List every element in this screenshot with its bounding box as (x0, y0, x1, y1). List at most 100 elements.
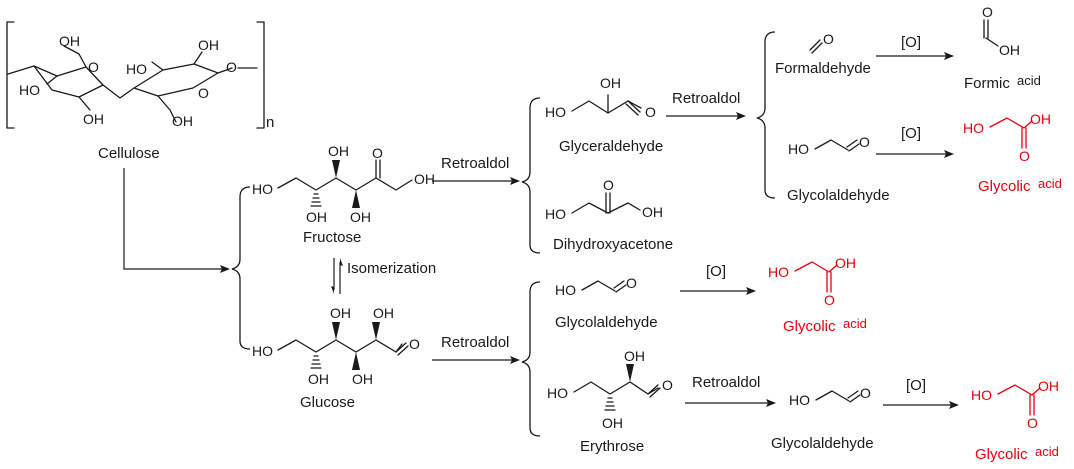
ring-linker-bond (102, 84, 135, 99)
fructose-carbonyl-o: O (372, 145, 383, 161)
fructose-c5-wedge (352, 190, 360, 208)
oxidation-label-formaldehyde: [O] (901, 34, 921, 51)
glycosidic-bond-left (7, 65, 35, 75)
glycolaldehyde-mid-label: Glycolaldehyde (555, 314, 658, 331)
glycolaldehyde-bottom-o: O (860, 385, 871, 401)
glycolic-bottom-o: O (1027, 415, 1038, 431)
oxidation-arrowhead-formaldehyde (944, 52, 954, 60)
cellulose-label: Cellulose (98, 145, 160, 162)
glyceraldehyde-products-brace (756, 31, 776, 199)
dha-oh: OH (642, 204, 663, 220)
fructose-c6-oh: OH (414, 171, 435, 187)
glycolaldehyde-mid-backbone (581, 280, 616, 292)
glycolaldehyde-mid-o: O (626, 275, 637, 291)
dihydroxyacetone-structure: HO O OH Dihydroxyacetone (545, 177, 673, 253)
glycolaldehyde-mid-ho: HO (555, 282, 576, 298)
erythrose-carbonyl (647, 384, 661, 398)
glyceraldehyde-label: Glyceraldehyde (559, 138, 663, 155)
glucose-backbone (277, 339, 403, 353)
glucose-c2-oh: OH (373, 305, 394, 321)
right-c2-oh-label: OH (198, 37, 219, 53)
erythrose-c3-oh: OH (602, 415, 623, 431)
oxidation-label-glycolaldehyde-top: [O] (901, 125, 921, 142)
fructose-c4-oh: OH (328, 143, 349, 159)
glycolic-acid-mid-structure: HO OH O Glycolic acid (768, 255, 867, 335)
formic-acid-label-1: Formic (964, 75, 1010, 92)
glycolic-acid-top-structure: HO OH O Glycolic acid (963, 111, 1062, 195)
right-ring-oxygen: O (198, 85, 209, 101)
formaldehyde-label: Formaldehyde (775, 60, 871, 77)
glycolic-top-ho: HO (963, 120, 984, 136)
cellulose-to-sugars-path (123, 168, 226, 270)
glycolic-acid-bottom-structure: HO OH O Glycolic acid (971, 378, 1059, 463)
isomerization-arrowhead-down (331, 286, 334, 294)
left-c2-oh-label: OH (83, 111, 104, 127)
glycolaldehyde-bottom-label: Glycolaldehyde (771, 435, 874, 452)
dha-ho: HO (545, 206, 566, 222)
formic-acid-carbonyl-o: O (982, 4, 993, 20)
erythrose-c3-hash (604, 397, 616, 411)
glucose-aldehyde-o: O (409, 336, 420, 352)
retroaldol-label-erythrose: Retroaldol (692, 374, 760, 391)
isomerization-arrowhead-up (340, 258, 343, 266)
glycolaldehyde-top-o: O (859, 134, 870, 150)
left-ch2oh (63, 45, 87, 68)
glycolic-mid-o: O (824, 292, 835, 308)
formic-acid-label-2: acid (1017, 73, 1041, 88)
glucose-c3-oh: OH (352, 371, 373, 387)
right-c3-oh-bond (151, 61, 164, 71)
right-ch2oh (157, 95, 177, 123)
fructose-c5-oh: OH (350, 209, 371, 225)
erythrose-carbonyl-o: O (662, 377, 673, 393)
erythrose-label: Erythrose (580, 438, 644, 455)
formaldehyde-bond (809, 39, 823, 54)
glycolaldehyde-bottom-structure: HO O Glycolaldehyde (771, 385, 874, 452)
formaldehyde-o: O (823, 31, 834, 47)
retroaldol-arrowhead-erythrose (766, 399, 776, 407)
glycolic-top-carbonyl (1021, 127, 1027, 149)
dha-backbone (571, 202, 641, 214)
fructose-structure: HO O OH OH OH OH Fructose (252, 143, 435, 246)
glycolic-mid-oh: OH (835, 255, 856, 271)
glucose-c3-wedge (352, 352, 360, 370)
left-c2-oh-bond (78, 96, 91, 111)
glucose-aldehyde (395, 342, 409, 356)
formic-acid-carbonyl (983, 19, 989, 39)
glycolic-mid-label-2: acid (843, 316, 867, 331)
fructose-c3-hash (310, 193, 322, 207)
left-ring-oxygen: O (88, 59, 99, 75)
fructose-products-brace (521, 97, 541, 254)
glucose-c5-oh: OH (308, 371, 329, 387)
dihydroxyacetone-label: Dihydroxyacetone (553, 236, 673, 253)
formic-acid-c-oh (985, 37, 999, 47)
formic-acid-structure: O OH Formic acid (964, 4, 1041, 92)
glycolic-bottom-backbone (997, 384, 1041, 396)
left-c3-ho-label: HO (19, 82, 40, 98)
glyceraldehyde-ho: HO (545, 104, 566, 120)
glycolic-top-backbone (989, 117, 1033, 129)
glycolic-mid-label-1: Glycolic (783, 318, 836, 335)
glycolic-top-label-2: acid (1038, 176, 1062, 191)
glycolaldehyde-top-label: Glycolaldehyde (787, 187, 890, 204)
retroaldol-label-glyceraldehyde: Retroaldol (672, 90, 740, 107)
formaldehyde-structure: O Formaldehyde (775, 31, 871, 77)
oxidation-arrowhead-glycolaldehyde-mid (746, 287, 756, 295)
glycolaldehyde-top-carbonyl (846, 139, 860, 152)
glycolic-bottom-carbonyl (1029, 394, 1035, 416)
glycolic-top-label-1: Glycolic (978, 178, 1031, 195)
glycolic-bottom-oh: OH (1038, 378, 1059, 394)
erythrose-structure: HO O OH OH Erythrose (547, 348, 673, 455)
oxidation-label-glycolaldehyde-bottom: [O] (906, 377, 926, 394)
right-c1-bond (217, 67, 233, 74)
right-c2-oh-bond (193, 51, 203, 65)
retroaldol-label-fructose: Retroaldol (441, 155, 509, 172)
glucose-c6-ho: HO (252, 343, 273, 359)
glycolic-bottom-label-1: Glycolic (975, 446, 1028, 463)
fructose-c1-ho: HO (252, 181, 273, 197)
cellulose-to-sugars-arrowhead (220, 265, 230, 273)
oxidation-label-glycolaldehyde-mid: [O] (706, 263, 726, 280)
glucose-c4-oh: OH (330, 305, 351, 321)
right-ch2oh-label: OH (172, 113, 193, 129)
glycolic-bottom-label-2: acid (1035, 444, 1059, 459)
